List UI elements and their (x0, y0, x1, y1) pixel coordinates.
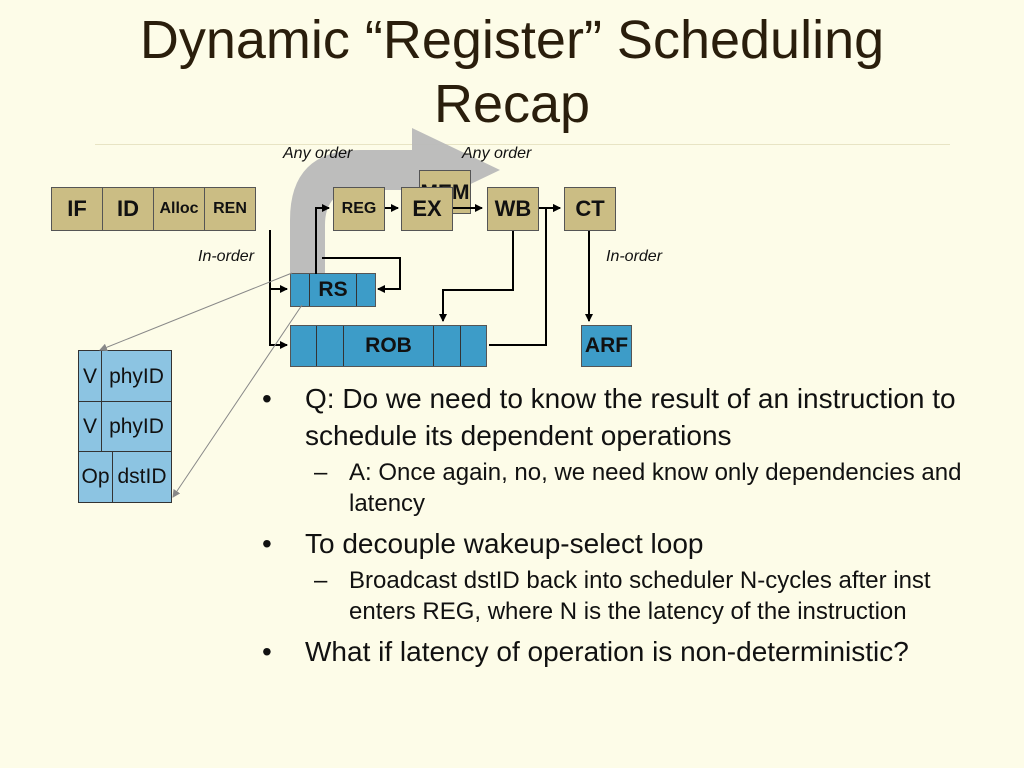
phyid-cell: phyID (109, 415, 164, 438)
stage-id: ID (102, 187, 154, 231)
sub-bullet-item: – Broadcast dstID back into scheduler N-… (262, 565, 982, 627)
rob-slot (460, 326, 486, 366)
rob-slot (317, 326, 344, 366)
rob-slot (291, 326, 317, 366)
bullet-item: • Q: Do we need to know the result of an… (262, 380, 982, 454)
bullet-item: • To decouple wakeup-select loop (262, 525, 982, 562)
in-order-label-right: In-order (606, 248, 663, 265)
sub-bullet-text: A: Once again, no, we need know only dep… (349, 459, 962, 517)
sub-bullet-text: Broadcast dstID back into scheduler N-cy… (349, 567, 931, 625)
bullet-text: To decouple wakeup-select loop (305, 528, 704, 559)
valid-bit-cell: V (79, 402, 102, 452)
rs-slot (291, 274, 310, 306)
stage-if: IF (51, 187, 103, 231)
rob-slot (433, 326, 460, 366)
any-order-label-right: Any order (462, 145, 532, 162)
bullet-item: • What if latency of operation is non-de… (262, 633, 982, 670)
sub-bullet-mark: – (314, 459, 328, 486)
sub-bullet-item: – A: Once again, no, we need know only d… (262, 457, 982, 519)
title-divider (95, 144, 950, 145)
stage-alloc: Alloc (153, 187, 205, 231)
stage-ct: CT (564, 187, 616, 231)
reorder-buffer: ROB (290, 325, 487, 367)
bullet-text: What if latency of operation is non-dete… (305, 636, 909, 667)
bullet-mark: • (262, 636, 272, 667)
stage-wb: WB (487, 187, 539, 231)
bullet-text: Q: Do we need to know the result of an i… (305, 383, 956, 451)
phyid-cell: phyID (109, 364, 164, 388)
bullet-mark: • (262, 528, 272, 559)
sub-bullet-mark: – (314, 567, 328, 594)
stage-reg: REG (333, 187, 385, 231)
opcode-cell: Op (79, 452, 113, 502)
dstid-cell: dstID (117, 465, 167, 488)
rs-entry-row: Op dstID (79, 451, 171, 502)
bullet-list: • Q: Do we need to know the result of an… (262, 380, 982, 673)
rs-entry-table: V phyID V phyID Op dstID (78, 350, 172, 503)
in-order-label-left: In-order (198, 248, 255, 265)
rs-slot (356, 274, 375, 306)
stage-ex: EX (401, 187, 453, 231)
slide-title: Dynamic “Register” Scheduling Recap (0, 8, 1024, 136)
any-order-label-left: Any order (283, 145, 353, 162)
rob-label: ROB (365, 334, 412, 357)
rs-label: RS (318, 278, 348, 301)
title-line-1: Dynamic “Register” Scheduling (139, 10, 885, 70)
rs-entry-row: V phyID (79, 401, 171, 452)
valid-bit-cell: V (79, 351, 102, 402)
architectural-register-file: ARF (581, 325, 632, 367)
title-line-2: Recap (433, 74, 591, 134)
rs-entry-row: V phyID (79, 351, 171, 402)
reservation-station: RS (290, 273, 376, 307)
stage-ren: REN (204, 187, 256, 231)
bullet-mark: • (262, 383, 272, 414)
